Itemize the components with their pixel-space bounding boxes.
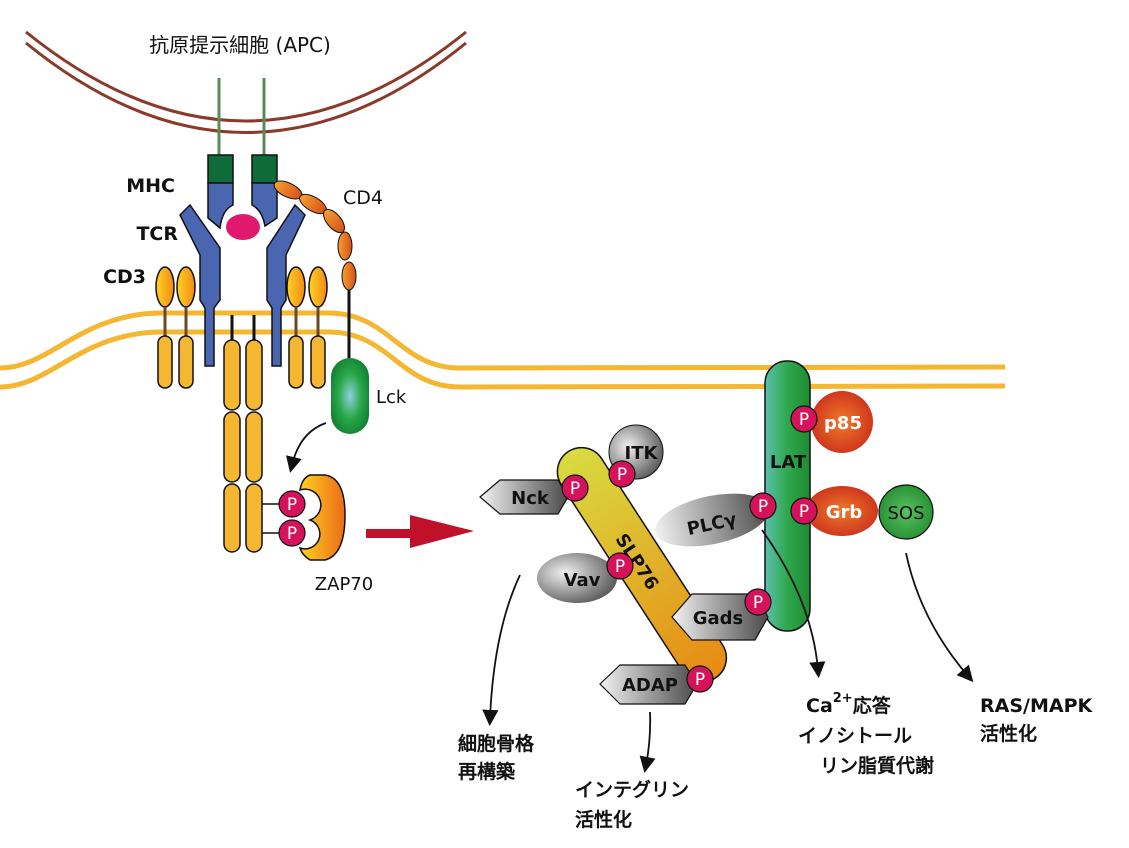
lck [331, 358, 369, 434]
phospho-label: P [287, 495, 297, 515]
cd3-label: CD3 [103, 266, 146, 288]
svg-text:再構築: 再構築 [458, 760, 516, 783]
lat-label: LAT [770, 452, 807, 473]
outcome-integrin: インテグリン 活性化 [575, 778, 689, 831]
svg-text:活性化: 活性化 [575, 808, 632, 831]
phospho-label: P [758, 497, 768, 517]
mhc-label: MHC [126, 175, 175, 197]
ras-arrow [905, 552, 974, 683]
zap70 [262, 474, 346, 561]
gads-label: Gads [693, 608, 744, 629]
svg-text:イノシトール: イノシトール [798, 725, 912, 747]
apc-title: 抗原提示細胞 (APC) [149, 33, 331, 57]
cytoskeleton-arrow [482, 574, 521, 727]
phospho-site: P [561, 474, 589, 502]
cd4-label: CD4 [343, 187, 383, 209]
svg-text:Ca2+応答: Ca2+応答 [806, 691, 892, 717]
svg-text:RAS/MAPK: RAS/MAPK [980, 695, 1093, 717]
plc-gamma [655, 493, 769, 547]
phospho-label: P [287, 524, 297, 544]
cd4 [273, 180, 357, 360]
zeta-chains [223, 315, 263, 553]
outcome-cytoskeleton: 細胞骨格 再構築 [458, 732, 535, 783]
p85 [811, 391, 873, 453]
adap-label: ADAP [622, 675, 678, 696]
grb [806, 486, 878, 536]
phospho-label: P [753, 593, 763, 613]
phospho-site: P [686, 665, 714, 693]
phospho-label: P [617, 465, 627, 485]
phospho-label: P [799, 410, 809, 430]
tcr-label: TCR [136, 223, 178, 245]
sos [878, 484, 934, 540]
calcium-arrow [761, 529, 826, 679]
phospho-label: P [799, 502, 809, 522]
outcome-calcium: Ca2+応答 イノシトール リン脂質代謝 [798, 691, 934, 777]
itk-label: ITK [625, 443, 659, 464]
phospho-label: P [695, 670, 705, 690]
p85-label: p85 [824, 413, 862, 434]
phospho-site: P [606, 552, 634, 580]
tcell-membrane [0, 310, 1006, 390]
svg-text:インテグリン: インテグリン [575, 778, 689, 801]
outcome-arrows [482, 529, 974, 773]
lck-arrow [286, 422, 327, 473]
svg-text:活性化: 活性化 [980, 722, 1037, 745]
red-arrow [366, 515, 474, 548]
cd3 [155, 266, 328, 389]
svg-text:リン脂質代謝: リン脂質代謝 [820, 754, 934, 777]
gads [671, 593, 769, 641]
phospho-site: P [608, 460, 636, 488]
phospho-label: P [615, 557, 625, 577]
phospho-site: P [744, 588, 772, 616]
vav-label: Vav [564, 570, 601, 591]
phospho-site: P [278, 519, 306, 547]
mhc [207, 78, 278, 240]
zap70-label: ZAP70 [315, 574, 373, 595]
vav [537, 553, 617, 603]
sos-label: SOS [887, 503, 924, 524]
lck-label: Lck [376, 387, 407, 408]
phospho-site: P [790, 497, 818, 525]
phospho-site: P [790, 405, 818, 433]
nck-label: Nck [511, 488, 550, 509]
phospho-site: P [749, 492, 777, 520]
peptide [226, 214, 260, 240]
phospho-label: P [570, 479, 580, 499]
outcome-ras-mapk: RAS/MAPK 活性化 [980, 695, 1093, 745]
grb-label: Grb [826, 502, 863, 523]
apc-membrane [25, 30, 467, 134]
phospho-site: P [278, 490, 306, 518]
svg-text:細胞骨格: 細胞骨格 [458, 732, 535, 755]
tcr [179, 203, 306, 367]
integrin-arrow [639, 711, 656, 773]
